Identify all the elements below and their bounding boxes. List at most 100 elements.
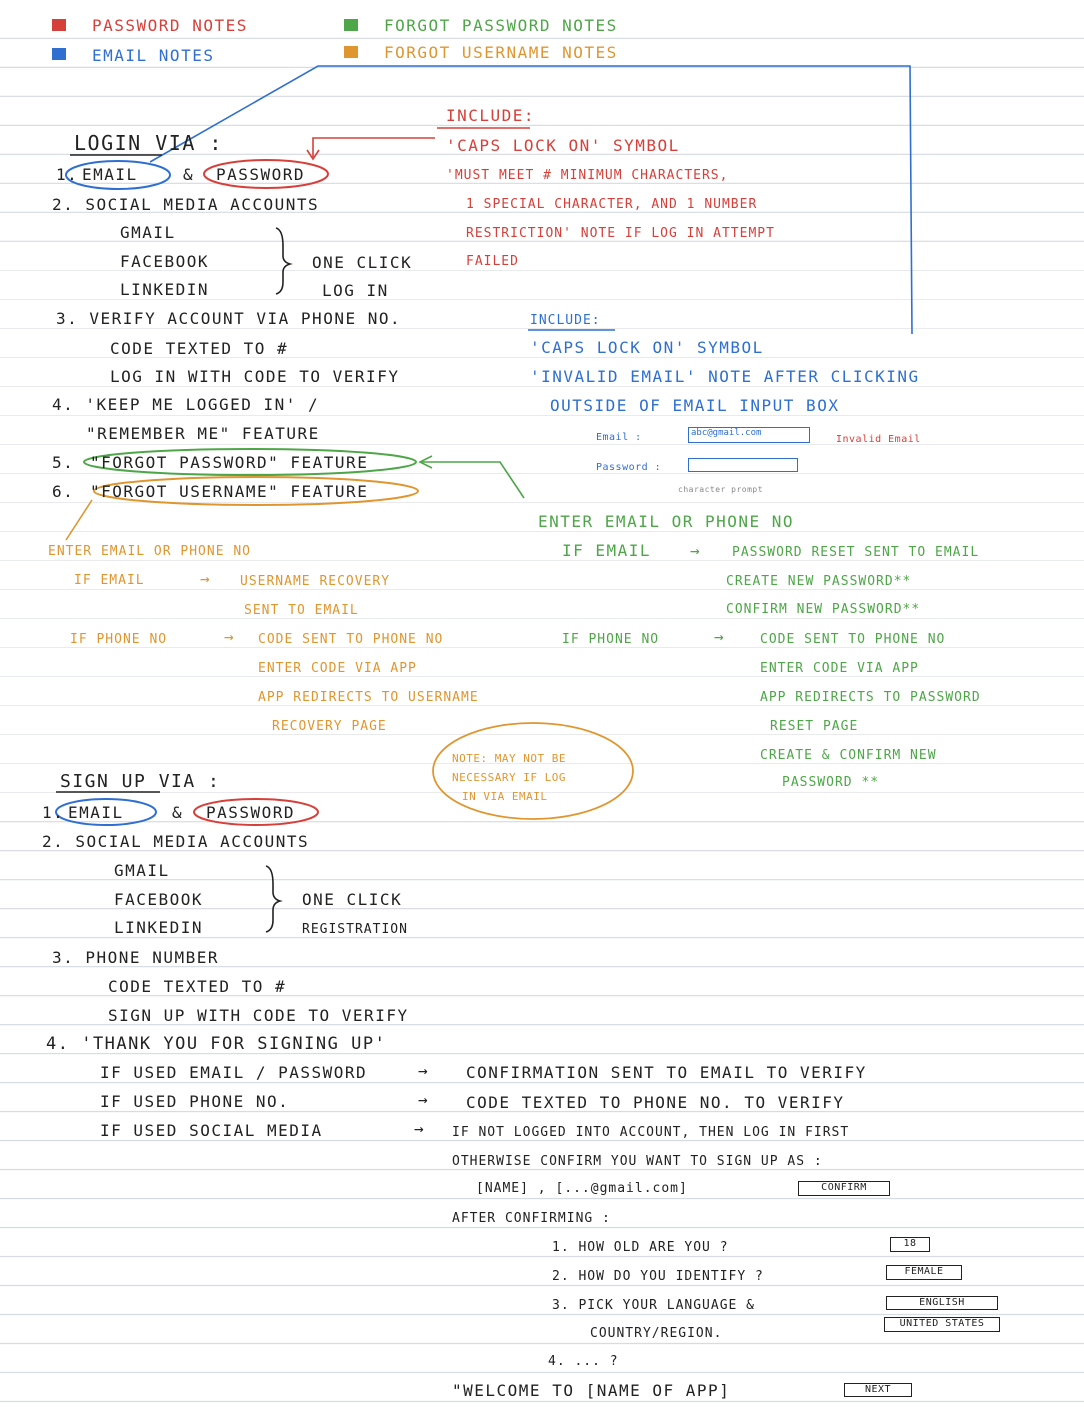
sketch-confirm-button: CONFIRM bbox=[798, 1181, 890, 1196]
sketch-email-label: Email : bbox=[596, 432, 642, 443]
fp-enter: ENTER EMAIL OR PHONE NO bbox=[538, 512, 795, 531]
login-item-6: "FORGOT USERNAME" FEATURE bbox=[90, 482, 369, 501]
signup-if-email: IF USED EMAIL / PASSWORD bbox=[100, 1063, 368, 1082]
signup-item-1-number: 1. bbox=[42, 803, 65, 822]
login-amp: & bbox=[183, 165, 195, 184]
signup-question-3b: COUNTRY/REGION. bbox=[590, 1326, 723, 1341]
email-note-line-3: OUTSIDE OF EMAIL INPUT BOX bbox=[550, 396, 840, 415]
brace bbox=[275, 227, 293, 295]
signup-password-circle bbox=[193, 798, 319, 826]
password-notes-heading: INCLUDE: bbox=[446, 106, 536, 125]
legend-password-notes: PASSWORD NOTES bbox=[92, 16, 248, 35]
signup-arrow-phone: → bbox=[418, 1090, 430, 1109]
login-linkedin: LINKEDIN bbox=[120, 280, 210, 299]
fp-reset-page: RESET PAGE bbox=[770, 719, 859, 734]
signup-arrow-email: → bbox=[418, 1061, 430, 1080]
sketch-character-prompt: character prompt bbox=[678, 485, 764, 494]
login-password: PASSWORD bbox=[216, 165, 306, 184]
signup-email: EMAIL bbox=[68, 803, 124, 822]
signup-code-texted: CODE TEXTED TO # bbox=[108, 977, 287, 996]
login-code-texted: CODE TEXTED TO # bbox=[110, 339, 289, 358]
fu-enter-code: ENTER CODE VIA APP bbox=[258, 661, 417, 676]
email-circle bbox=[65, 160, 171, 190]
login-item-1-number: 1. bbox=[56, 165, 79, 184]
green-swatch bbox=[344, 19, 358, 31]
fu-username-recovery: USERNAME RECOVERY bbox=[240, 574, 391, 589]
fp-reset-sent: PASSWORD RESET SENT TO EMAIL bbox=[732, 545, 980, 560]
signup-arrow-social: → bbox=[414, 1119, 426, 1138]
note-circle bbox=[432, 722, 634, 820]
fp-arrow-phone: → bbox=[714, 627, 726, 646]
fp-app-redirects: APP REDIRECTS TO PASSWORD bbox=[760, 690, 981, 705]
orange-swatch bbox=[344, 46, 358, 58]
sketch-age-field: 18 bbox=[890, 1237, 930, 1252]
signup-facebook: FACEBOOK bbox=[114, 890, 204, 909]
fu-recovery-page: RECOVERY PAGE bbox=[272, 719, 387, 734]
signup-registration: REGISTRATION bbox=[302, 922, 408, 937]
forgot-password-circle bbox=[83, 448, 417, 476]
login-one-click: ONE CLICK bbox=[312, 253, 413, 272]
signup-with-code: SIGN UP WITH CODE TO VERIFY bbox=[108, 1006, 409, 1025]
login-with-code: LOG IN WITH CODE TO VERIFY bbox=[110, 367, 400, 386]
fu-if-email: IF EMAIL bbox=[74, 573, 145, 588]
fp-password-star: PASSWORD ** bbox=[782, 775, 880, 790]
login-item-5-number: 5. bbox=[52, 453, 75, 472]
signup-password: PASSWORD bbox=[206, 803, 296, 822]
login-item-5: "FORGOT PASSWORD" FEATURE bbox=[90, 453, 369, 472]
password-note-line-4: RESTRICTION' NOTE IF LOG IN ATTEMPT bbox=[466, 226, 775, 241]
signup-question-3: 3. PICK YOUR LANGUAGE & bbox=[552, 1298, 756, 1313]
login-heading: LOGIN VIA : bbox=[74, 131, 223, 155]
login-item-4: 4. 'KEEP ME LOGGED IN' / bbox=[52, 395, 320, 414]
signup-item-3: 3. PHONE NUMBER bbox=[52, 948, 219, 967]
legend-email-notes: EMAIL NOTES bbox=[92, 46, 215, 65]
fu-arrow-email: → bbox=[200, 569, 212, 588]
fp-code-sent: CODE SENT TO PHONE NO bbox=[760, 632, 946, 647]
login-remember-me: "REMEMBER ME" FEATURE bbox=[86, 424, 320, 443]
login-item-3: 3. VERIFY ACCOUNT VIA PHONE NO. bbox=[56, 309, 402, 328]
sketch-next-button: NEXT bbox=[844, 1383, 912, 1397]
signup-item-4: 4. 'THANK YOU FOR SIGNING UP' bbox=[46, 1034, 387, 1054]
signup-gmail: GMAIL bbox=[114, 861, 170, 880]
fu-note-line-3: IN VIA EMAIL bbox=[462, 790, 548, 803]
forgot-password-connector bbox=[420, 461, 525, 499]
fu-enter: ENTER EMAIL OR PHONE NO bbox=[48, 544, 252, 559]
email-connector bbox=[149, 65, 913, 335]
email-note-line-2: 'INVALID EMAIL' NOTE AFTER CLICKING bbox=[530, 367, 920, 386]
fp-enter-code: ENTER CODE VIA APP bbox=[760, 661, 919, 676]
login-email: EMAIL bbox=[82, 165, 138, 184]
fp-if-phone: IF PHONE NO bbox=[562, 632, 660, 647]
password-note-line-3: 1 SPECIAL CHARACTER, AND 1 NUMBER bbox=[466, 197, 758, 212]
fu-sent-to-email: SENT TO EMAIL bbox=[244, 603, 359, 618]
signup-question-1: 1. HOW OLD ARE YOU ? bbox=[552, 1240, 729, 1255]
fu-note-line-2: NECESSARY IF LOG bbox=[452, 771, 566, 784]
signup-one-click: ONE CLICK bbox=[302, 890, 403, 909]
fu-if-phone: IF PHONE NO bbox=[70, 632, 168, 647]
password-note-line-2: 'MUST MEET # MINIMUM CHARACTERS, bbox=[446, 168, 729, 183]
signup-amp: & bbox=[172, 803, 184, 822]
red-swatch bbox=[52, 19, 66, 31]
signup-if-social: IF USED SOCIAL MEDIA bbox=[100, 1121, 323, 1140]
signup-question-4: 4. ... ? bbox=[548, 1354, 619, 1369]
fp-arrow-email: → bbox=[690, 541, 702, 560]
legend-forgot-username-notes: FORGOT USERNAME NOTES bbox=[384, 43, 618, 62]
brace bbox=[265, 865, 283, 933]
sketch-gender-field: FEMALE bbox=[886, 1265, 962, 1280]
fp-create-new: CREATE NEW PASSWORD** bbox=[726, 574, 912, 589]
signup-code-texted-verify: CODE TEXTED TO PHONE NO. TO VERIFY bbox=[466, 1093, 845, 1112]
password-connector bbox=[312, 137, 435, 157]
sketch-language-field: ENGLISH bbox=[886, 1296, 998, 1310]
signup-otherwise: OTHERWISE CONFIRM YOU WANT TO SIGN UP AS… bbox=[452, 1154, 823, 1169]
forgot-username-circle bbox=[93, 476, 419, 506]
signup-not-logged: IF NOT LOGGED INTO ACCOUNT, THEN LOG IN … bbox=[452, 1125, 850, 1140]
sketch-invalid-email: Invalid Email bbox=[836, 434, 921, 445]
fu-arrow-phone: → bbox=[224, 627, 236, 646]
signup-after-confirming: AFTER CONFIRMING : bbox=[452, 1211, 611, 1226]
signup-name-email: [NAME] , [...@gmail.com] bbox=[476, 1181, 688, 1196]
signup-confirmation-sent: CONFIRMATION SENT TO EMAIL TO VERIFY bbox=[466, 1063, 867, 1082]
fp-if-email: IF EMAIL bbox=[562, 541, 652, 560]
signup-welcome: "WELCOME TO [NAME OF APP] bbox=[452, 1381, 731, 1400]
signup-question-2: 2. HOW DO YOU IDENTIFY ? bbox=[552, 1269, 764, 1284]
fu-code-sent: CODE SENT TO PHONE NO bbox=[258, 632, 444, 647]
